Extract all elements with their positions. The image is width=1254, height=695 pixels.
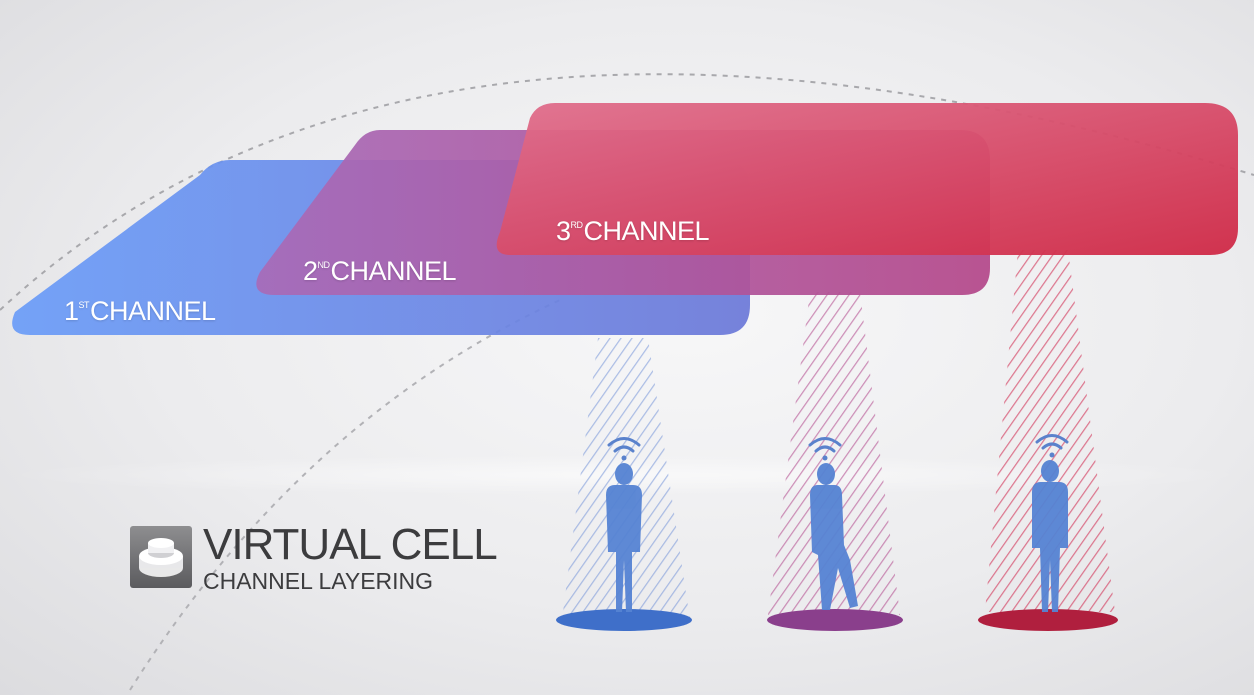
channel-3-plane [496, 103, 1239, 255]
channel-2-text: CHANNEL [330, 256, 457, 286]
channel-2-number: 2 [303, 256, 318, 286]
beam-channel-2 [768, 292, 900, 615]
channel-1-number: 1 [64, 296, 79, 326]
beam-channel-3 [985, 250, 1115, 612]
person-icon [810, 463, 858, 610]
coverage-arc-inner [129, 299, 561, 691]
channel-2-suffix: ND [317, 260, 331, 270]
wifi-icon [607, 437, 641, 461]
title-main: VIRTUAL CELL [203, 520, 498, 569]
channel-3-text: CHANNEL [583, 216, 710, 246]
floor-spot-channel-3 [978, 609, 1118, 631]
channel-2-label: 2NDCHANNEL [303, 256, 457, 287]
channel-1-label: 1STCHANNEL [64, 296, 216, 327]
channel-1-suffix: ST [78, 300, 90, 310]
floor-spot-channel-2 [767, 609, 903, 631]
user-1 [606, 437, 642, 612]
user-3 [1032, 434, 1069, 612]
virtual-cell-logo-icon [130, 526, 192, 588]
channel-3-number: 3 [556, 216, 571, 246]
title-sub: CHANNEL LAYERING [203, 568, 434, 594]
floor-spot-channel-1 [556, 609, 692, 631]
channel-3-label: 3RDCHANNEL [556, 216, 710, 247]
coverage-arc-outer [0, 73, 1254, 311]
wifi-icon [808, 437, 842, 461]
user-2 [808, 437, 858, 610]
channel-1-text: CHANNEL [90, 296, 216, 326]
wifi-icon [1035, 434, 1069, 458]
channel-3-suffix: RD [570, 220, 584, 230]
person-icon [606, 463, 642, 612]
person-icon [1032, 460, 1068, 612]
